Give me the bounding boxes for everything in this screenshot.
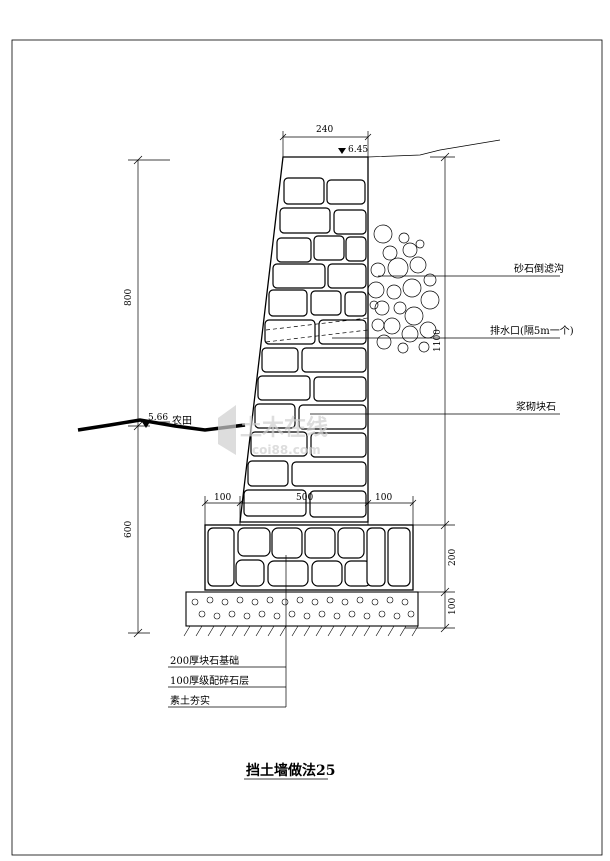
- gravel-base-layer: [185, 591, 419, 627]
- dim-base-left: 100: [214, 493, 231, 503]
- top-ground-line: [367, 139, 501, 158]
- callout-gravel-drain: 砂石倒滤沟: [378, 262, 564, 277]
- drain-pipe-top: [265, 317, 369, 331]
- wall-masonry: [243, 177, 367, 518]
- foundation-stones: [207, 527, 411, 587]
- dim-right-upper: 1100: [433, 329, 443, 352]
- layer-3: 素土夯实: [170, 694, 210, 707]
- svg-text:土木在线: 土木在线: [240, 415, 328, 441]
- svg-text:排水口(隔5m一个): 排水口(隔5m一个): [490, 324, 574, 337]
- callout-drain-outlet: 排水口(隔5m一个): [332, 324, 574, 339]
- dim-left-lower: 600: [124, 521, 134, 538]
- svg-text:浆砌块石: 浆砌块石: [516, 400, 556, 413]
- svg-text:coi88.com: coi88.com: [252, 443, 321, 457]
- callout-mortar-stone: 浆砌块石: [310, 400, 560, 415]
- dim-base-right: 100: [375, 493, 392, 503]
- field-ground-line: [77, 418, 246, 432]
- dim-right-mid: 200: [448, 549, 458, 566]
- drawing-frame: [11, 39, 603, 856]
- dim-base: 100 500 100: [201, 493, 417, 525]
- dim-right-low: 100: [448, 598, 458, 615]
- dim-base-mid: 500: [296, 493, 313, 503]
- elevation-top: 6.45: [348, 145, 368, 155]
- watermark: 土木在线 coi88.com: [218, 405, 328, 457]
- elevation-marker-field: [142, 422, 150, 428]
- gravel-pebbles: [191, 596, 415, 620]
- compacted-soil-hatch: [183, 625, 419, 637]
- svg-text:砂石倒滤沟: 砂石倒滤沟: [514, 262, 564, 275]
- watermark-logo-icon: [218, 405, 236, 455]
- drain-pipe-bottom: [265, 329, 369, 343]
- dim-right: 1100 200 100: [405, 152, 458, 633]
- dim-left-upper: 800: [124, 289, 134, 306]
- elevation-marker-top: [338, 148, 346, 154]
- gravel-drain: [367, 224, 440, 354]
- drawing-title: 挡土墙做法25: [246, 762, 335, 779]
- field-label: 农田: [172, 414, 192, 427]
- layer-1: 200厚块石基础: [170, 654, 239, 667]
- dim-top-width: 240: [279, 125, 372, 157]
- elevation-field: 5.66: [148, 413, 168, 423]
- svg-text:240: 240: [316, 125, 333, 135]
- dim-left: 800 600: [124, 155, 170, 638]
- layer-2: 100厚级配碎石层: [170, 674, 249, 687]
